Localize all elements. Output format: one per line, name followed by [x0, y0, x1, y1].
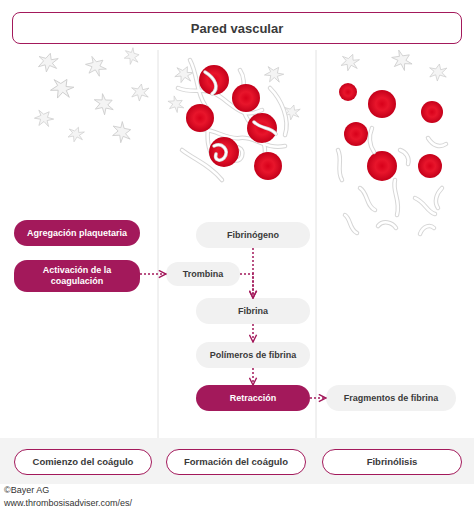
flow-arrow [140, 273, 166, 275]
flow-arrow [310, 397, 326, 399]
red-blood-cells [186, 65, 443, 181]
title-text: Pared vascular [191, 21, 284, 36]
substance-box: Fragmentos de fibrina [326, 385, 456, 411]
node-text: Agregación plaquetaria [27, 228, 127, 239]
flow-arrow [252, 324, 254, 342]
phase-box: Formación del coágulo [166, 449, 306, 475]
fibrin-over-cells [205, 72, 276, 160]
platelets [31, 47, 448, 145]
node-text: Comienzo del coágulo [33, 456, 134, 467]
node-text: Polímeros de fibrina [210, 350, 297, 361]
node-text: Fibrinólisis [367, 456, 418, 467]
substance-box: Fibrinógeno [196, 222, 310, 248]
process-box: Agregación plaquetaria [14, 220, 140, 246]
node-text: Fibrina [238, 306, 268, 317]
phase-box: Fibrinólisis [322, 449, 462, 475]
substance-box: Trombina [166, 262, 240, 286]
node-text: Activación de la coagulación [20, 265, 134, 287]
column-divider [158, 50, 159, 438]
node-text: Formación del coágulo [184, 456, 288, 467]
phase-box: Comienzo del coágulo [14, 449, 152, 475]
process-box: Retracción [196, 385, 310, 411]
node-text: Trombina [183, 269, 224, 280]
flow-arrow [252, 248, 254, 298]
footer-note: www.thrombosisadviser.com/es/ [4, 498, 132, 508]
flow-arrow [240, 274, 253, 298]
substance-box: Polímeros de fibrina [196, 342, 310, 368]
node-text: Retracción [230, 393, 277, 404]
title-box: Pared vascular [12, 12, 462, 44]
column-divider [316, 50, 317, 438]
footer-note: ©Bayer AG [4, 485, 49, 495]
flow-arrow [252, 368, 254, 385]
footer-band [0, 438, 474, 484]
substance-box: Fibrina [196, 298, 310, 324]
node-text: Fibrinógeno [227, 230, 279, 241]
process-box: Activación de la coagulación [14, 260, 140, 292]
node-text: Fragmentos de fibrina [344, 393, 439, 404]
